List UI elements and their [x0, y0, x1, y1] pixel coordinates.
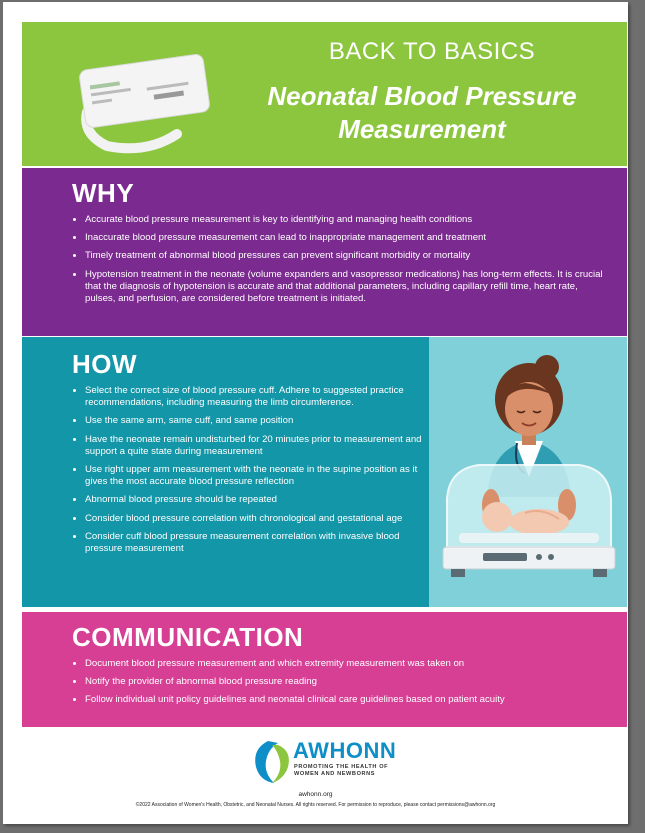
how-list: Select the correct size of blood pressur…	[69, 385, 430, 561]
list-item: Have the neonate remain undisturbed for …	[85, 434, 430, 458]
nurse-incubator-illustration	[429, 337, 627, 607]
how-section: HOW Select the correct size of blood pre…	[22, 337, 627, 607]
list-item: Inaccurate blood pressure measurement ca…	[85, 232, 605, 244]
list-item: Consider cuff blood pressure measurement…	[85, 531, 430, 555]
list-item: Accurate blood pressure measurement is k…	[85, 214, 605, 226]
page-title: Neonatal Blood Pressure Measurement	[212, 80, 628, 146]
list-item: Select the correct size of blood pressur…	[85, 385, 430, 409]
website-link[interactable]: awhonn.org	[298, 791, 333, 798]
list-item: Hypotension treatment in the neonate (vo…	[85, 269, 605, 306]
title-line-1: Neonatal Blood Pressure	[267, 81, 577, 111]
list-item: Document blood pressure measurement and …	[85, 658, 625, 670]
bp-cuff-image	[79, 54, 210, 154]
why-section: WHY Accurate blood pressure measurement …	[22, 168, 627, 336]
title-line-2: Measurement	[338, 114, 506, 144]
list-item: Consider blood pressure correlation with…	[85, 513, 430, 525]
communication-section: COMMUNICATION Document blood pressure me…	[22, 612, 627, 727]
how-heading: HOW	[72, 349, 138, 379]
communication-heading: COMMUNICATION	[72, 622, 304, 652]
copyright-text: ©2022 Association of Women's Health, Obs…	[135, 802, 496, 808]
poster-page: BACK TO BASICS Neonatal Blood Pressure M…	[3, 2, 628, 824]
list-item: Use the same arm, same cuff, and same po…	[85, 415, 430, 427]
nurse-incubator-image	[442, 355, 616, 577]
list-item: Follow individual unit policy guidelines…	[85, 694, 625, 706]
why-list: Accurate blood pressure measurement is k…	[69, 214, 605, 311]
list-item: Use right upper arm measurement with the…	[85, 464, 430, 488]
logo-wordmark: AWHONN	[293, 738, 397, 763]
header-band: BACK TO BASICS Neonatal Blood Pressure M…	[22, 22, 627, 166]
list-item: Abnormal blood pressure should be repeat…	[85, 494, 430, 506]
list-item: Timely treatment of abnormal blood press…	[85, 250, 605, 262]
awhonn-logo-icon	[255, 741, 289, 783]
why-heading: WHY	[72, 178, 135, 208]
kicker-text: BACK TO BASICS	[328, 38, 536, 65]
communication-list: Document blood pressure measurement and …	[69, 658, 625, 713]
logo-tagline: PROMOTING THE HEALTH OF WOMEN AND NEWBOR…	[294, 764, 389, 777]
list-item: Notify the provider of abnormal blood pr…	[85, 676, 625, 688]
